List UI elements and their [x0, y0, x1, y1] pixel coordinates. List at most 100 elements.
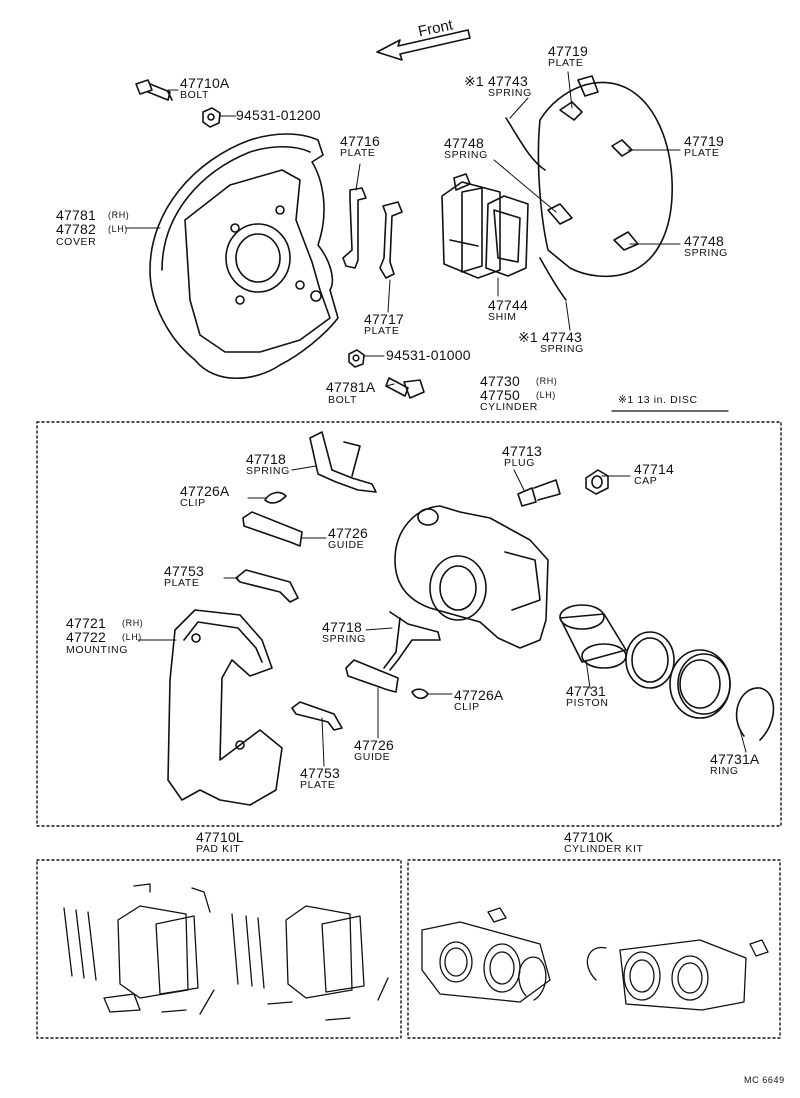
spring-47718-top-number: 47718	[246, 451, 286, 467]
spring-47718-top-name: SPRING	[246, 465, 290, 477]
cap-47714-number: 47714	[634, 461, 674, 477]
ring-47731a-icon	[735, 687, 775, 741]
nut-94531-01000-number: 94531-01000	[386, 347, 471, 363]
piston-47731-icon	[559, 604, 627, 669]
pad-kit-frame	[36, 859, 402, 1039]
bolt-47710a-icon	[135, 79, 173, 101]
plate-47717-number: 47717	[364, 311, 404, 327]
guide-47726-top-name: GUIDE	[328, 539, 365, 551]
mounting-47721-number: 47721	[66, 615, 106, 631]
cylinder-kit-name: CYLINDER KIT	[564, 843, 644, 855]
nut-94531-01200-number: 94531-01200	[236, 107, 321, 123]
bolt-47781a-icon	[385, 377, 425, 399]
bolt-47781a-name: BOLT	[328, 394, 358, 406]
guide-47726-bottom-name: GUIDE	[354, 751, 391, 763]
cover-47782-number: 47782	[56, 221, 96, 237]
spring-47743-bottom-number: ※1 47743	[518, 329, 582, 345]
mounting-lh-side: (LH)	[122, 632, 142, 642]
shim-47744-name: SHIM	[488, 311, 517, 323]
clip-47726a-top-icon	[264, 491, 287, 504]
spring-47743-bottom-name: SPRING	[540, 343, 584, 355]
spring-47748-right-name: SPRING	[684, 247, 728, 259]
plate-47719-right-name: PLATE	[684, 147, 720, 159]
drawing-code: MC 6649	[744, 1075, 785, 1085]
brake-pad-assembly-icon	[441, 173, 529, 279]
boot-icon	[669, 649, 731, 719]
plate-47753-bottom-icon	[291, 701, 343, 731]
clip-47726a-top-name: CLIP	[180, 497, 206, 509]
spring-47718-mid-number: 47718	[322, 619, 362, 635]
plate-47719-top-name: PLATE	[548, 57, 584, 69]
pad-kit-contents	[63, 883, 389, 1021]
cap-47714-icon	[585, 469, 609, 495]
plug-47713-number: 47713	[502, 443, 542, 459]
guide-47726-top-number: 47726	[328, 525, 368, 541]
cover-name: COVER	[56, 236, 97, 248]
plate-47753-top-name: PLATE	[164, 577, 200, 589]
piston-47731-number: 47731	[566, 683, 606, 699]
cylinder-rh-side: (RH)	[536, 376, 558, 386]
cylinder-47730-number: 47730	[480, 373, 520, 389]
clip-47726a-top-number: 47726A	[180, 483, 230, 499]
plate-47753-top-icon	[235, 569, 299, 603]
spring-47718-top-icon	[309, 431, 377, 493]
caliper-cylinder-47730-icon	[394, 505, 549, 649]
cover-lh-side: (LH)	[108, 224, 128, 234]
cylinder-lh-side: (LH)	[536, 390, 556, 400]
plate-47716-name: PLATE	[340, 147, 376, 159]
plate-47716-icon	[342, 187, 367, 269]
nut-94531-01000-icon	[348, 349, 365, 368]
guide-47726-bottom-icon	[345, 659, 399, 693]
nut-94531-01200-icon	[202, 107, 221, 128]
mounting-47721-icon	[167, 609, 283, 806]
cover-rh-side: (RH)	[108, 210, 130, 220]
spring-47748-right-number: 47748	[684, 233, 724, 249]
plug-47713-icon	[517, 479, 561, 507]
mounting-47722-number: 47722	[66, 629, 106, 645]
caliper-body-top-icon	[505, 75, 673, 301]
bolt-47781a-number: 47781A	[326, 379, 376, 395]
piston-47731-name: PISTON	[566, 697, 609, 709]
ring-47731a-number: 47731A	[710, 751, 760, 767]
plug-47713-name: PLUG	[504, 457, 535, 469]
clip-47726a-mid-icon	[411, 688, 429, 700]
cylinder-47750-number: 47750	[480, 387, 520, 403]
cylinder-kit-frame	[407, 859, 781, 1039]
guide-47726-bottom-number: 47726	[354, 737, 394, 753]
caliper-assembly-frame	[36, 421, 782, 827]
spring-47743-top-name: SPRING	[488, 87, 532, 99]
spring-47743-top-number: ※1 47743	[464, 73, 528, 89]
plate-47753-bottom-name: PLATE	[300, 779, 336, 791]
cover-47781-number: 47781	[56, 207, 96, 223]
pad-kit-name: PAD KIT	[196, 843, 241, 855]
spring-47718-mid-name: SPRING	[322, 633, 366, 645]
leader-lines	[125, 71, 747, 767]
clip-47726a-mid-number: 47726A	[454, 687, 504, 703]
plate-47753-top-number: 47753	[164, 563, 204, 579]
plate-47719-right-number: 47719	[684, 133, 724, 149]
spring-47718-mid-icon	[383, 611, 441, 671]
mounting-rh-side: (RH)	[122, 618, 144, 628]
shim-47744-number: 47744	[488, 297, 528, 313]
ring-47731a-name: RING	[710, 765, 739, 777]
plate-47717-name: PLATE	[364, 325, 400, 337]
plate-47753-bottom-number: 47753	[300, 765, 340, 781]
bolt-47710a-number: 47710A	[180, 75, 230, 91]
spring-47748-left-number: 47748	[444, 135, 484, 151]
plate-47716-number: 47716	[340, 133, 380, 149]
seal-icon	[625, 631, 675, 689]
plate-47719-top-number: 47719	[548, 43, 588, 59]
cylinder-kit-contents	[421, 907, 769, 1011]
front-arrow	[376, 29, 471, 61]
plate-47717-icon	[379, 201, 403, 279]
guide-47726-top-icon	[242, 511, 303, 547]
spring-47748-left-name: SPRING	[444, 149, 488, 161]
cylinder-name: CYLINDER	[480, 401, 538, 413]
pad-kit-number: 47710L	[196, 829, 244, 845]
bolt-47710a-name: BOLT	[180, 89, 210, 101]
disc-note: ※1 13 in. DISC	[618, 394, 698, 406]
cap-47714-name: CAP	[634, 475, 658, 487]
clip-47726a-mid-name: CLIP	[454, 701, 480, 713]
cylinder-kit-number: 47710K	[564, 829, 614, 845]
